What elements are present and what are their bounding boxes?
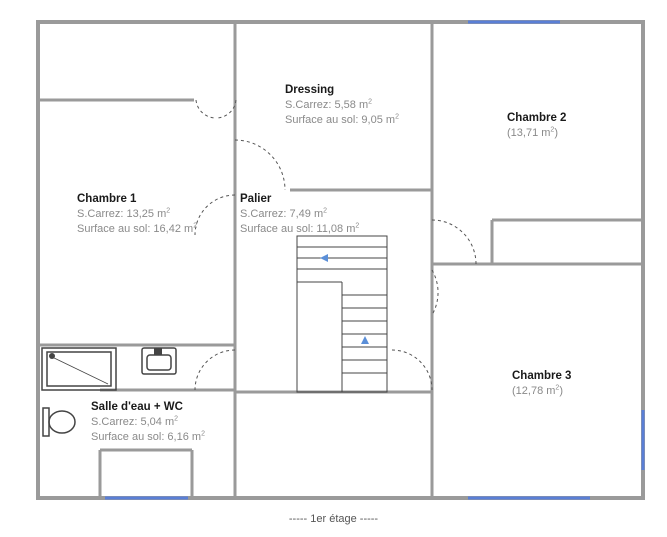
room-chambre2: Chambre 2 (13,71 m2) bbox=[507, 112, 567, 139]
room-name-salle: Salle d'eau + WC bbox=[91, 401, 183, 413]
chambre1-sol: Surface au sol: 16,42 m bbox=[77, 223, 194, 235]
dressing-sol: Surface au sol: 9,05 m bbox=[285, 114, 396, 126]
bottom-recess bbox=[98, 448, 194, 498]
room-dressing: Dressing S.Carrez: 5,58 m2 Surface au so… bbox=[285, 84, 399, 126]
room-name-chambre1: Chambre 1 bbox=[77, 193, 137, 205]
plan-title: ----- 1er étage ----- bbox=[288, 513, 379, 525]
door-chambre2 bbox=[431, 219, 477, 265]
door-chambre3 bbox=[431, 269, 439, 316]
room-name-palier: Palier bbox=[240, 193, 272, 205]
exterior-wall bbox=[36, 20, 645, 500]
room-palier: Palier S.Carrez: 7,49 m2 Surface au sol:… bbox=[240, 193, 360, 235]
room-name-dressing: Dressing bbox=[285, 84, 335, 96]
door-dressing bbox=[234, 139, 286, 191]
palier-carrez: S.Carrez: 7,49 m bbox=[240, 208, 324, 220]
room-name-chambre3: Chambre 3 bbox=[512, 370, 572, 382]
chambre3-area: (12,78 m bbox=[512, 385, 556, 397]
stair-arrow-left bbox=[320, 254, 328, 262]
door-salle bbox=[194, 349, 236, 391]
room-name-chambre2: Chambre 2 bbox=[507, 112, 567, 124]
staircase bbox=[296, 235, 388, 393]
room-chambre1: Chambre 1 S.Carrez: 13,25 m2 Surface au … bbox=[77, 193, 198, 235]
room-salle-eau: Salle d'eau + WC S.Carrez: 5,04 m2 Surfa… bbox=[91, 401, 205, 443]
stair-arrow-up bbox=[361, 336, 369, 344]
door-dressing-top bbox=[195, 99, 237, 119]
chambre1-carrez: S.Carrez: 13,25 m bbox=[77, 208, 167, 220]
door-chambre1 bbox=[194, 194, 236, 236]
chambre2-area: (13,71 m bbox=[507, 127, 551, 139]
palier-sol: Surface au sol: 11,08 m bbox=[240, 223, 356, 235]
dressing-carrez: S.Carrez: 5,58 m bbox=[285, 99, 369, 111]
door-palier-low bbox=[391, 349, 433, 391]
shower bbox=[41, 347, 117, 391]
toilet bbox=[42, 407, 76, 437]
salle-carrez: S.Carrez: 5,04 m bbox=[91, 416, 175, 428]
salle-sol: Surface au sol: 6,16 m bbox=[91, 431, 202, 443]
room-chambre3: Chambre 3 (12,78 m2) bbox=[512, 370, 572, 397]
